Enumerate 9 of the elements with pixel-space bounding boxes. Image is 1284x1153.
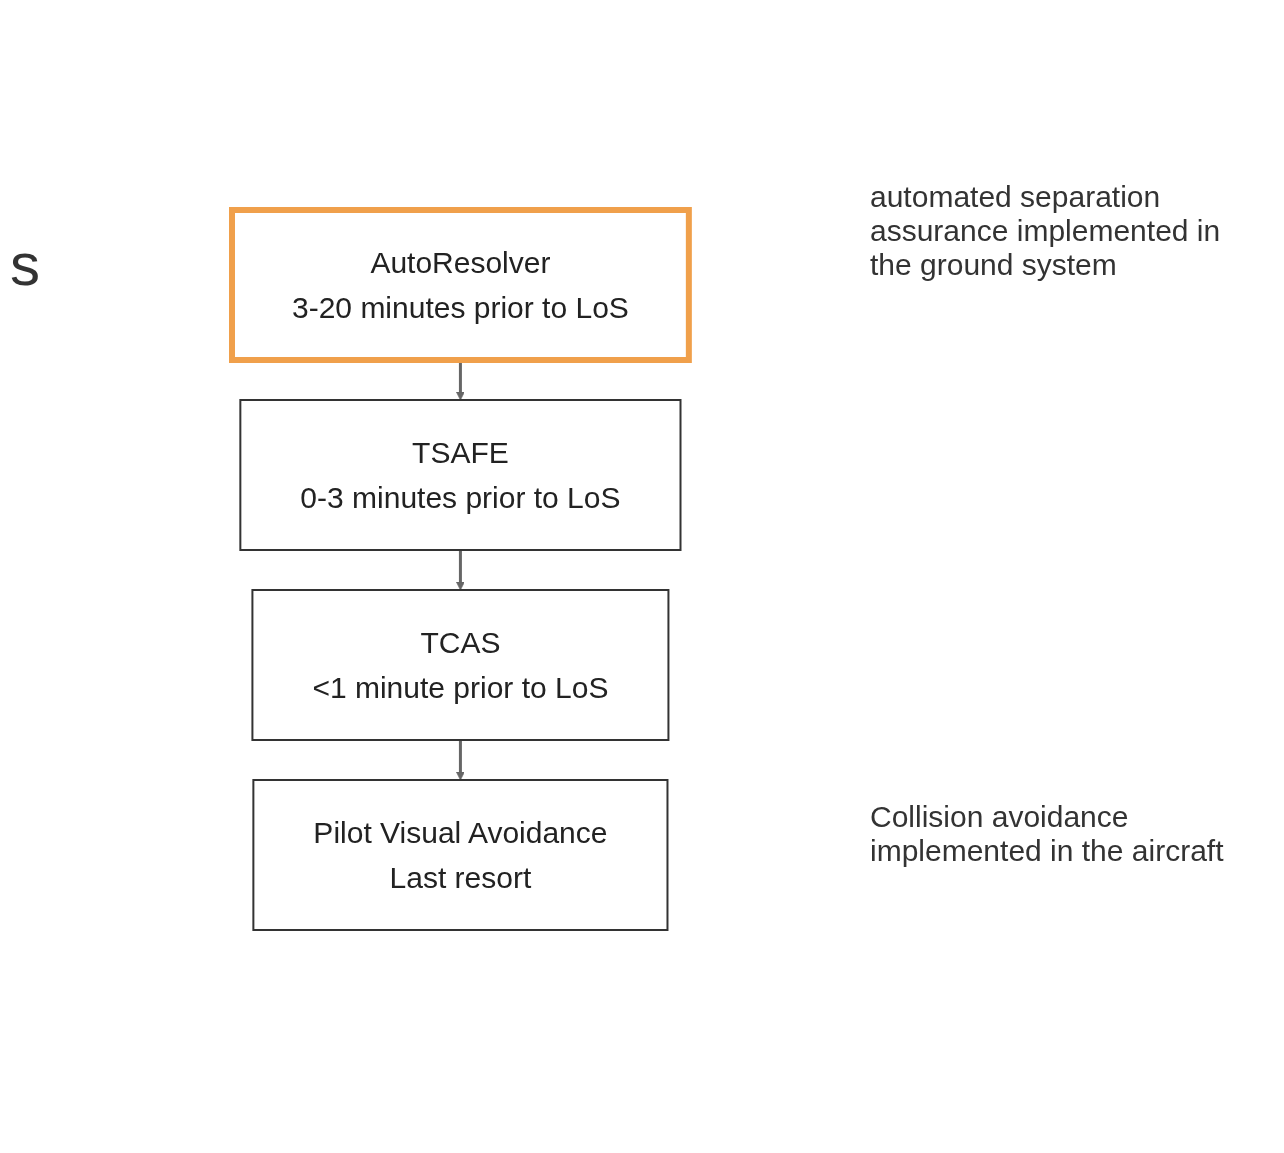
annotation-text: Collision avoidance implemented in the aircraft <box>870 800 1225 868</box>
node-box: TSAFE 0-3 minutes prior to LoS <box>238 399 682 551</box>
arrow <box>455 550 465 591</box>
node-box: AutoResolver 3-20 minutes prior to LoS <box>228 207 692 363</box>
annotation-text: automated separation assurance implemented in the ground system <box>870 180 1222 282</box>
node-box: TCAS <1 minute prior to LoS <box>251 589 669 741</box>
cut-off-text: s <box>10 230 40 299</box>
node-box: Pilot Visual Avoidance Last resort <box>251 779 669 931</box>
arrow <box>455 740 465 781</box>
